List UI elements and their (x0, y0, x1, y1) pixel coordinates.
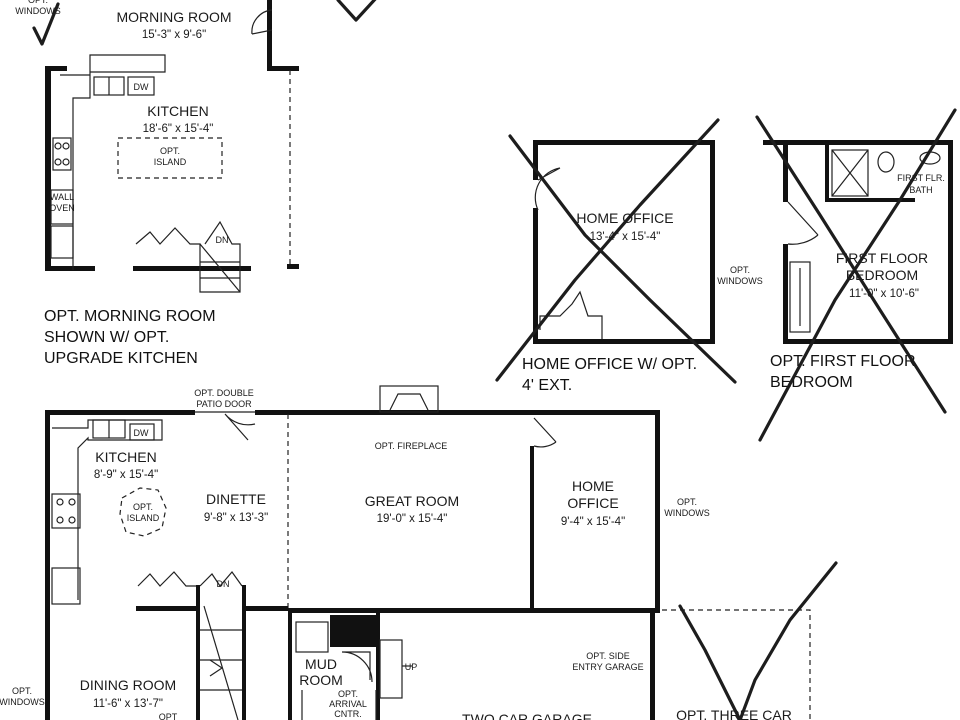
great-room-dims: 19'-0" x 15'-4" (377, 513, 448, 525)
alt-bedroom-dims: 11'-0" x 10'-6" (849, 288, 919, 300)
alt-office-caption: HOME OFFICE W/ OPT.4' EXT. (522, 356, 697, 394)
alt-morning-room-plan: OPT.WINDOWS MORNING ROOM 15'-3" x 9'-6" … (15, 0, 299, 367)
alt-office-cross-stroke-b (495, 118, 720, 382)
dining-room-name: DINING ROOM (80, 677, 176, 693)
dining-room-dims: 11'-6" x 13'-7" (93, 698, 163, 710)
alt-office-cross-stroke-a (508, 134, 737, 384)
kitchen-island-label: OPT.ISLAND (127, 502, 160, 523)
great-room-name: GREAT ROOM (365, 493, 459, 509)
alt-morning-windows-label: OPT.WINDOWS (15, 0, 61, 16)
alt-bedroom-cross-stroke-a (755, 115, 947, 414)
alt-office-windows-label: OPT.WINDOWS (717, 265, 763, 286)
alt-morning-room-dims: 15'-3" x 9'-6" (142, 29, 206, 41)
alt-kitchen-dims: 18'-6" x 15'-4" (143, 123, 214, 135)
alt-office-dims: 13'-4" x 15'-4" (590, 231, 661, 243)
dinette-dims: 9'-8" x 13'-3" (204, 512, 268, 524)
alt-kitchen-name: KITCHEN (147, 103, 208, 119)
kitchen-dims: 8'-9" x 15'-4" (94, 469, 158, 481)
alt-bedroom-cross-stroke-b (758, 108, 957, 442)
alt-stair-dn-label: DN (216, 235, 229, 245)
home-office-dims: 9'-4" x 15'-4" (561, 516, 625, 528)
dining-opt-label: OPT (159, 712, 178, 720)
check-mark-left (32, 2, 60, 46)
alt-morning-room-name: MORNING ROOM (116, 9, 231, 25)
windows-right-label: OPT.WINDOWS (664, 497, 710, 518)
alt-kitchen-dw-label: DW (134, 82, 149, 92)
kitchen-name: KITCHEN (95, 449, 156, 465)
three-car-label: OPT. THREE CAR (676, 707, 792, 720)
dinette-name: DINETTE (206, 491, 266, 507)
windows-left-label: OPT.WINDOWS (0, 686, 45, 707)
alt-bath-label: FIRST FLR.BATH (897, 173, 945, 195)
stair-dn-label: DN (217, 579, 230, 589)
check-mark-top (336, 0, 377, 22)
alt-office-name: HOME OFFICE (576, 210, 673, 226)
alt-kitchen-island-label: OPT.ISLAND (154, 146, 187, 167)
kitchen-dw-label: DW (134, 428, 149, 438)
alt-home-office-plan: HOME OFFICE 13'-4" x 15'-4" OPT.WINDOWS … (495, 118, 763, 394)
three-car-cross-stroke-a (678, 604, 742, 720)
garage-name: TWO CAR GARAGE (462, 711, 592, 720)
stair-up-label: UP (405, 662, 418, 672)
three-car-cross-stroke-b (738, 561, 838, 720)
fireplace-label: OPT. FIREPLACE (375, 441, 448, 451)
